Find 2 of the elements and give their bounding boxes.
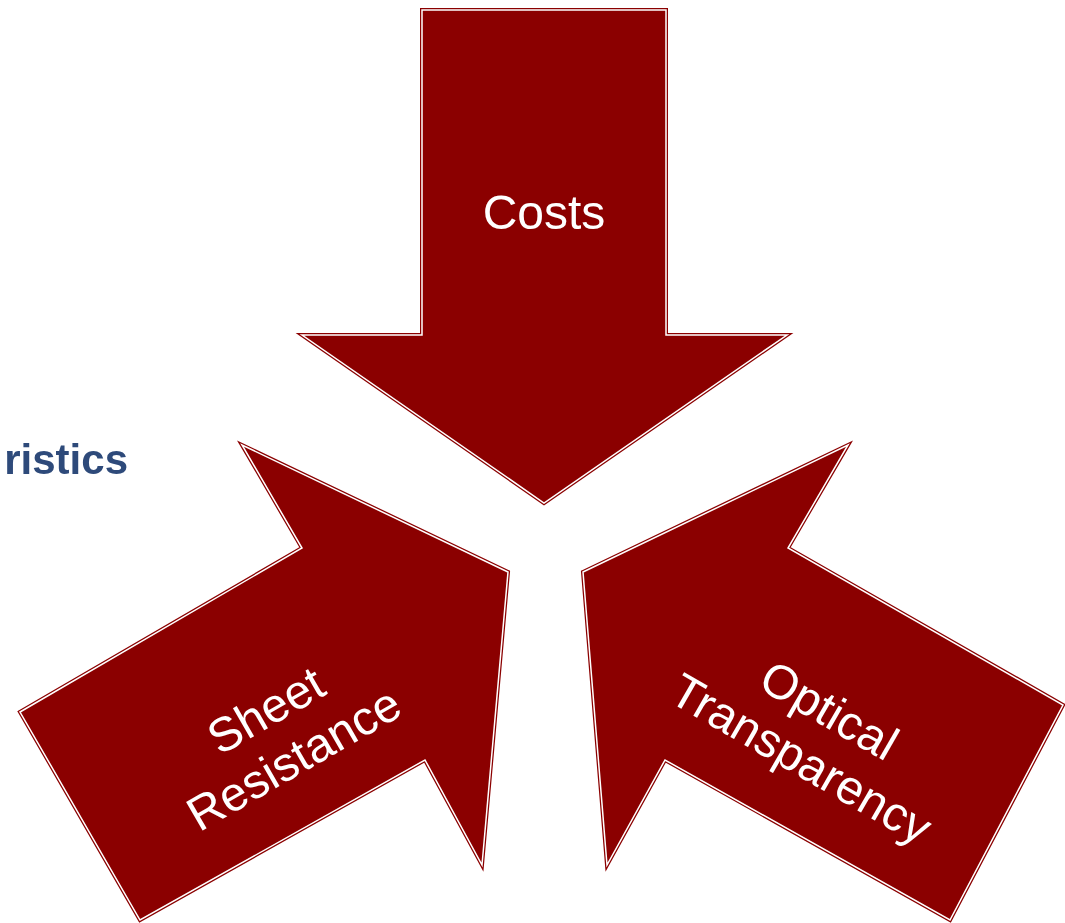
- heading-fragment: ristics: [4, 436, 128, 484]
- arrow-label: Costs: [481, 185, 607, 241]
